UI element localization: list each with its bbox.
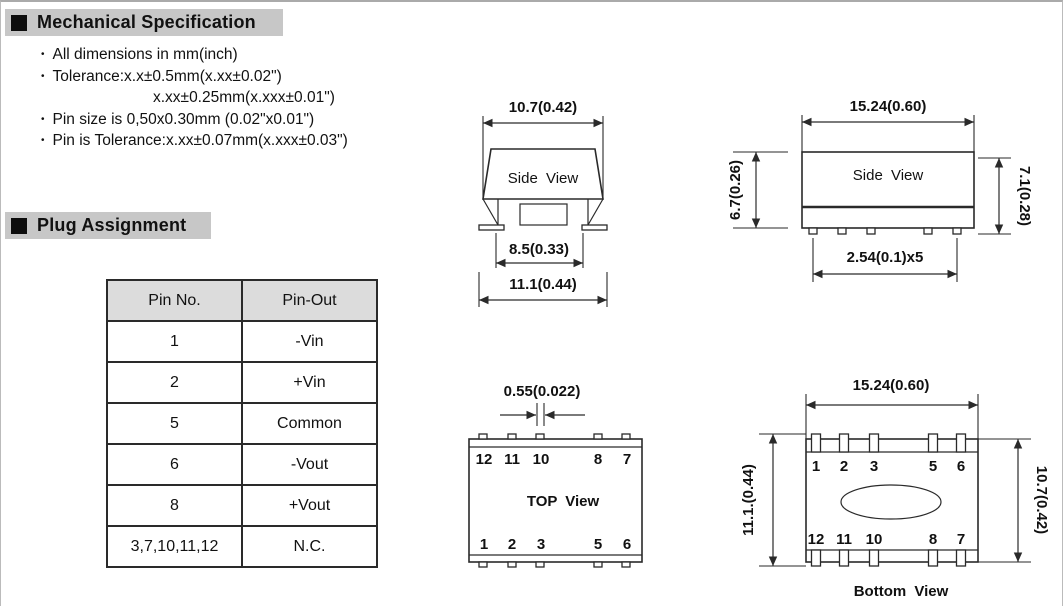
note-line-continuation: x.xx±0.25mm(x.xxx±0.01") [153, 89, 335, 106]
extension-lines [733, 151, 788, 229]
svg-text:8: 8 [929, 531, 937, 548]
dim-label-top-width: 15.24(0.60) [850, 98, 927, 115]
drawing-side-view-narrow: 10.7(0.42) Side View 8.5(0.33) 11.1(0.44… [478, 99, 608, 307]
extension-lines [482, 116, 604, 199]
cell-pin-out: N.C. [241, 525, 378, 568]
dim-label-left-height: 6.7(0.26) [727, 160, 744, 220]
col-header-pin-no: Pin No. [106, 279, 243, 322]
svg-text:3: 3 [537, 536, 545, 553]
note-line: Pin size is 0,50x0.30mm (0.02"x0.01") [31, 109, 451, 131]
table-header-row: Pin No. Pin-Out [106, 279, 378, 322]
section-title: Mechanical Specification [37, 12, 256, 32]
view-label: Side View [853, 167, 924, 184]
extension-lines [801, 115, 975, 152]
top-pins [478, 433, 631, 440]
cell-pin-no: 1 [106, 320, 243, 363]
right-foot [581, 224, 608, 231]
svg-text:10: 10 [533, 451, 550, 468]
svg-text:7: 7 [623, 451, 631, 468]
svg-text:5: 5 [594, 536, 602, 553]
body-edge-lines [806, 451, 978, 551]
package-body-outline [805, 438, 979, 563]
table-row: 5 Common [106, 402, 378, 445]
note-line: Tolerance:x.x±0.5mm(x.xx±0.02") [31, 66, 451, 88]
cell-pin-out: -Vout [241, 443, 378, 486]
note-line: Pin is Tolerance:x.xx±0.07mm(x.xxx±0.03"… [31, 130, 451, 152]
table-row: 3,7,10,11,12 N.C. [106, 525, 378, 568]
cell-pin-out: +Vout [241, 484, 378, 527]
bottom-pin-numbers: 1 2 3 5 6 [480, 536, 631, 553]
section-header-mechanical: Mechanical Specification [5, 9, 283, 36]
svg-text:7: 7 [957, 531, 965, 548]
bottom-pin-numbers: 12 11 10 8 7 [808, 531, 966, 548]
extension-lines [536, 403, 545, 426]
svg-text:1: 1 [812, 458, 820, 475]
dim-label-pin-width: 0.55(0.022) [504, 383, 581, 400]
bottom-pins [808, 227, 962, 235]
pin-assignment-table: Pin No. Pin-Out 1 -Vin 2 +Vin 5 Common 6… [106, 279, 378, 568]
view-label: Side View [508, 170, 579, 187]
dim-label-right-height: 7.1(0.28) [1016, 166, 1033, 226]
left-foot [478, 224, 505, 231]
extension-lines [978, 438, 1031, 563]
svg-text:11: 11 [836, 531, 852, 548]
package-body-outline [468, 438, 643, 563]
cell-pin-no: 8 [106, 484, 243, 527]
dim-label-top-width: 10.7(0.42) [509, 99, 577, 116]
table-row: 8 +Vout [106, 484, 378, 527]
top-pin-numbers: 12 11 10 8 7 [476, 451, 632, 468]
dim-label-outer-width: 11.1(0.44) [509, 276, 577, 293]
cell-pin-no: 2 [106, 361, 243, 404]
body-edge-lines [469, 446, 642, 556]
dim-label-right-height: 10.7(0.42) [1033, 466, 1050, 534]
dim-label-left-height: 11.1.(0.44) [740, 464, 757, 536]
cell-pin-out: -Vin [241, 320, 378, 363]
extension-lines [759, 433, 806, 567]
bottom-pins [478, 561, 631, 568]
table-row: 2 +Vin [106, 361, 378, 404]
svg-text:12: 12 [808, 531, 825, 548]
col-header-pin-out: Pin-Out [241, 279, 378, 322]
dim-label-pin-pitch: 2.54(0.1)x5 [847, 249, 924, 266]
svg-text:11: 11 [504, 451, 520, 468]
svg-text:2: 2 [840, 458, 848, 475]
view-label: Bottom View [854, 583, 949, 600]
view-label: TOP View [527, 493, 600, 510]
notes-list: All dimensions in mm(inch) Tolerance:x.x… [31, 44, 451, 152]
cell-pin-no: 6 [106, 443, 243, 486]
dim-label-top-width: 15.24(0.60) [853, 377, 930, 394]
black-square-bullet-icon [11, 217, 27, 234]
package-legs [478, 198, 608, 231]
drawing-side-view-long: 15.24(0.60) Side View 6.7(0.26) 7.1(0.28… [727, 98, 1033, 282]
svg-text:12: 12 [476, 451, 493, 468]
svg-text:3: 3 [870, 458, 878, 475]
body-cavity-ellipse [840, 484, 942, 520]
note-line: All dimensions in mm(inch) [31, 44, 451, 66]
drawing-top-view: 0.55(0.022) 12 11 10 8 7 TOP View 1 2 3 … [468, 383, 643, 568]
dim-label-inner-width: 8.5(0.33) [509, 241, 569, 258]
svg-text:6: 6 [623, 536, 631, 553]
black-square-bullet-icon [11, 14, 27, 31]
bottom-pins [810, 549, 967, 567]
cell-pin-no: 5 [106, 402, 243, 445]
extension-lines [805, 394, 979, 439]
svg-text:1: 1 [480, 536, 488, 553]
top-pin-numbers: 1 2 3 5 6 [812, 458, 965, 475]
cell-pin-out: Common [241, 402, 378, 445]
package-body-outline [801, 151, 975, 229]
svg-text:10: 10 [866, 531, 883, 548]
table-row: 6 -Vout [106, 443, 378, 486]
table-row: 1 -Vin [106, 320, 378, 363]
svg-text:2: 2 [508, 536, 516, 553]
cell-pin-no: 3,7,10,11,12 [106, 525, 243, 568]
cell-pin-out: +Vin [241, 361, 378, 404]
svg-text:8: 8 [594, 451, 602, 468]
svg-text:5: 5 [929, 458, 937, 475]
extension-lines [978, 157, 1011, 235]
drawing-bottom-view: 15.24(0.60) 1 2 3 5 6 12 11 10 8 7 [740, 377, 1050, 600]
section-title: Plug Assignment [37, 215, 187, 235]
top-pins [810, 433, 967, 453]
section-header-plug: Plug Assignment [5, 212, 211, 239]
svg-text:6: 6 [957, 458, 965, 475]
